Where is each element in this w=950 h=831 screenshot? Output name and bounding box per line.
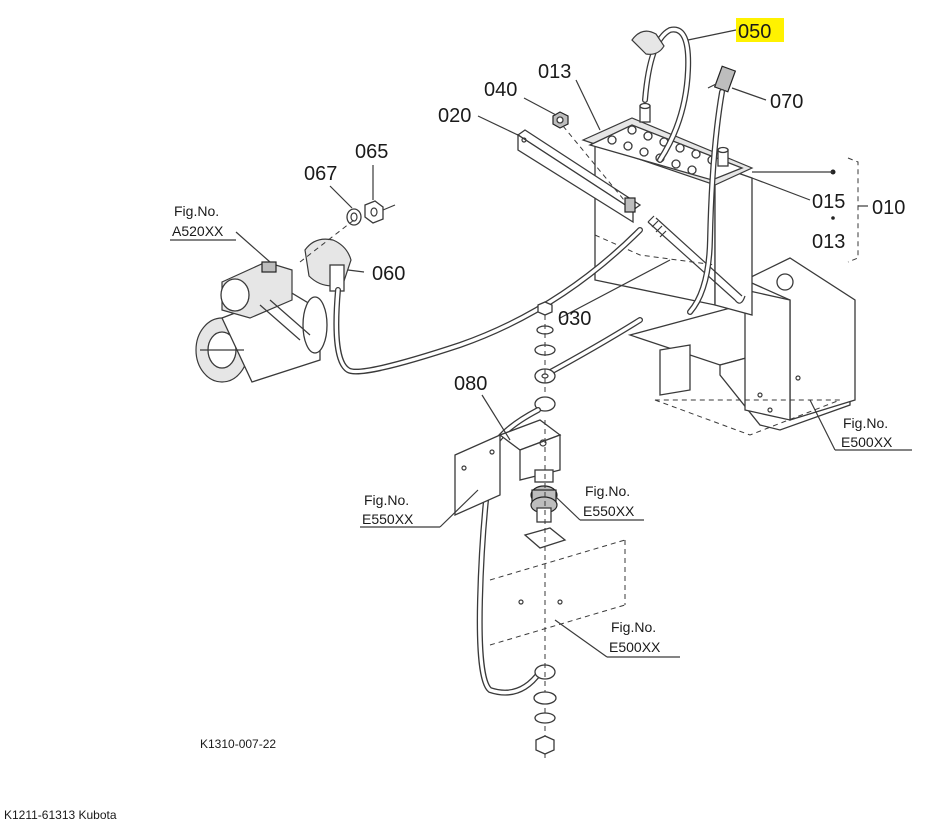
nut-065 — [364, 200, 396, 224]
battery-hold-down-bar — [516, 129, 642, 224]
fig-ref-a520-label: Fig.No. — [174, 203, 219, 219]
positive-cable-050 — [631, 26, 692, 163]
fig-ref-a520-code[interactable]: A520XX — [172, 223, 224, 239]
fig-ref-e550-center-label: Fig.No. — [585, 483, 630, 499]
starter-cable-060 — [299, 219, 643, 375]
callout-080[interactable]: 080 — [454, 373, 487, 395]
negative-cable-070 — [687, 65, 737, 315]
fig-ref-e500-lower-label: Fig.No. — [611, 619, 656, 635]
callout-010[interactable]: 010 — [872, 197, 905, 219]
callout-030[interactable]: 030 — [558, 308, 591, 330]
starter-motor — [195, 261, 328, 383]
callout-highlight — [736, 18, 784, 42]
callout-067[interactable]: 067 — [304, 163, 337, 185]
leader-lines — [170, 29, 912, 658]
bolt-stack-lower — [533, 691, 557, 755]
fig-ref-e550-center-code[interactable]: E550XX — [583, 503, 635, 519]
drawing-number: K1310-007-22 — [200, 737, 276, 751]
fig-ref-e550-left-code[interactable]: E550XX — [362, 511, 414, 527]
fig-ref-e550-left-label: Fig.No. — [364, 492, 409, 508]
callout-065[interactable]: 065 — [355, 141, 388, 163]
washer-067 — [346, 208, 362, 226]
battery-base-bracket — [627, 257, 856, 436]
bolt-stack-upper — [534, 301, 556, 395]
callout-070[interactable]: 070 — [770, 91, 803, 113]
callout-040[interactable]: 040 — [484, 79, 517, 101]
battery-hold-down-rod — [647, 215, 746, 304]
battery — [581, 102, 754, 316]
callout-050[interactable]: 050 — [738, 21, 771, 43]
callout-013-right[interactable]: 013 — [812, 231, 845, 253]
fig-ref-e500-right-label: Fig.No. — [843, 415, 888, 431]
callout-015[interactable]: 015 — [812, 191, 845, 213]
mounting-bracket — [454, 419, 562, 517]
page-footer: K1211-61313 Kubota — [4, 808, 117, 822]
nut-040 — [552, 111, 625, 201]
rubber-mount — [523, 469, 567, 549]
fig-ref-e500-lower-code[interactable]: E500XX — [609, 639, 661, 655]
callout-020[interactable]: 020 — [438, 105, 471, 127]
fig-ref-e500-right-code[interactable]: E500XX — [841, 434, 893, 450]
callout-013-top[interactable]: 013 — [538, 61, 571, 83]
callout-060[interactable]: 060 — [372, 263, 405, 285]
